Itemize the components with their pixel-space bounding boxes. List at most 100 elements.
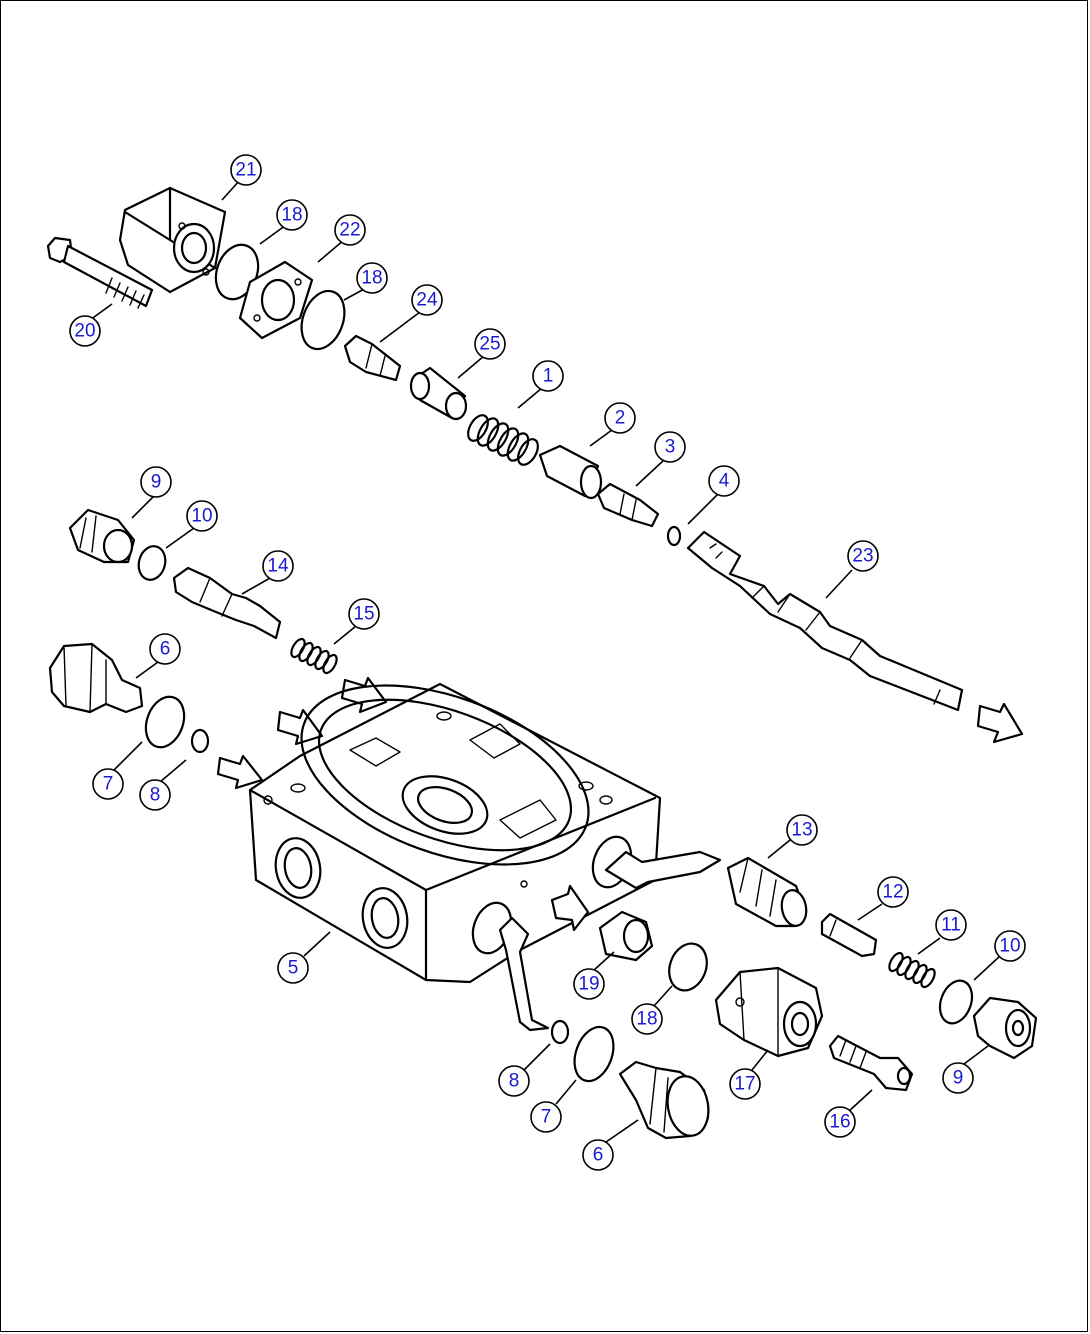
- svg-text:10: 10: [999, 936, 1020, 957]
- svg-text:11: 11: [941, 915, 961, 936]
- svg-text:7: 7: [541, 1107, 552, 1128]
- part-19-sleeve: [598, 910, 654, 962]
- callout-4: 4: [708, 465, 740, 497]
- callout-16: 16: [824, 1106, 856, 1138]
- callout-15: 15: [348, 598, 380, 630]
- part-9-plug: [68, 508, 136, 564]
- svg-text:5: 5: [288, 958, 299, 979]
- svg-text:17: 17: [734, 1074, 755, 1095]
- part-10-ring: [137, 545, 167, 581]
- callout-3: 3: [654, 431, 686, 463]
- part-17-housing: [714, 966, 824, 1058]
- svg-text:18: 18: [281, 205, 302, 226]
- callout-12: 12: [877, 876, 909, 908]
- flow-arrow-c: [216, 754, 264, 790]
- callout-22: 22: [334, 214, 366, 246]
- flow-arrow-b: [276, 708, 324, 746]
- part-5-valve-body: [248, 682, 662, 984]
- callout-21: 21: [230, 154, 262, 186]
- callout-6: 6: [149, 633, 181, 665]
- callout-24: 24: [411, 284, 443, 316]
- part-2-collar: [538, 444, 603, 500]
- part-20-bolt: [46, 236, 154, 309]
- part-24-plug: [343, 334, 402, 382]
- svg-text:23: 23: [852, 546, 873, 567]
- part-1-spring: [467, 414, 539, 466]
- callout-11: 11: [935, 909, 967, 941]
- part-9-plug-2: [972, 996, 1038, 1060]
- svg-text:24: 24: [416, 290, 438, 311]
- callout-25: 25: [474, 328, 506, 360]
- part-4-ring: [666, 525, 682, 547]
- svg-text:20: 20: [74, 321, 95, 342]
- callout-18: 18: [276, 199, 308, 231]
- part-8-ring-2: [550, 1019, 570, 1045]
- svg-text:8: 8: [150, 785, 161, 806]
- callout-10b: 10: [994, 930, 1026, 962]
- svg-text:22: 22: [339, 220, 360, 241]
- svg-text:3: 3: [665, 437, 676, 458]
- callout-17: 17: [729, 1068, 761, 1100]
- callout-20: 20: [69, 315, 101, 347]
- svg-text:18: 18: [636, 1009, 657, 1030]
- svg-text:4: 4: [719, 471, 730, 492]
- svg-text:8: 8: [509, 1071, 520, 1092]
- svg-text:12: 12: [882, 882, 903, 903]
- part-7-ring-2: [573, 1025, 615, 1083]
- part-14-stem: [172, 566, 282, 640]
- callout-leaders: [89, 179, 1001, 1143]
- part-12-pin: [820, 912, 878, 958]
- part-11-spring: [888, 951, 936, 989]
- part-8-ring: [190, 728, 210, 754]
- flow-path-13: [604, 850, 722, 890]
- part-15-spring: [290, 637, 338, 675]
- svg-text:16: 16: [829, 1112, 850, 1133]
- svg-text:1: 1: [543, 366, 554, 387]
- flow-arrow-a: [340, 676, 388, 714]
- svg-text:14: 14: [267, 556, 289, 577]
- svg-text:9: 9: [151, 472, 162, 493]
- part-23-spool: [686, 530, 964, 712]
- callout-9: 9: [140, 466, 172, 498]
- svg-text:19: 19: [578, 974, 599, 995]
- callout-9b: 9: [942, 1062, 974, 1094]
- svg-text:6: 6: [160, 639, 171, 660]
- part-7-ring: [144, 695, 186, 749]
- flow-arrow-23: [976, 702, 1024, 744]
- part-21-flange: [118, 186, 227, 294]
- callout-10: 10: [186, 500, 218, 532]
- callout-bubbles: 21 18 22 18 20 24 25 1 2 3 4 9 10 14 23 …: [69, 154, 1026, 1171]
- callout-1: 1: [532, 360, 564, 392]
- part-18-oring-3: [668, 942, 708, 992]
- part-22-plate: [238, 260, 314, 340]
- callout-18c: 18: [631, 1003, 663, 1035]
- callout-23: 23: [847, 540, 879, 572]
- svg-text:21: 21: [235, 160, 256, 181]
- part-10-ring-2: [938, 979, 974, 1025]
- part-6-plug-2: [618, 1060, 710, 1140]
- callout-19: 19: [573, 968, 605, 1000]
- callout-18b: 18: [356, 262, 388, 294]
- svg-text:7: 7: [103, 774, 114, 795]
- svg-text:2: 2: [615, 408, 626, 429]
- part-3-poppet: [596, 482, 660, 528]
- callout-8b: 8: [498, 1065, 530, 1097]
- svg-text:6: 6: [593, 1145, 604, 1166]
- part-13-plug: [726, 856, 808, 928]
- flow-arrow-d: [550, 884, 590, 932]
- flow-path-8: [498, 916, 550, 1032]
- callout-6b: 6: [582, 1139, 614, 1171]
- callout-2: 2: [604, 402, 636, 434]
- svg-text:10: 10: [191, 506, 212, 527]
- part-18-oring-2: [300, 289, 346, 351]
- callout-8: 8: [139, 779, 171, 811]
- svg-text:25: 25: [479, 334, 500, 355]
- callout-7: 7: [92, 768, 124, 800]
- svg-text:9: 9: [953, 1068, 964, 1089]
- part-6-plug: [48, 642, 144, 714]
- callout-5: 5: [277, 952, 309, 984]
- svg-text:15: 15: [353, 604, 374, 625]
- part-16-bolt: [828, 1034, 914, 1092]
